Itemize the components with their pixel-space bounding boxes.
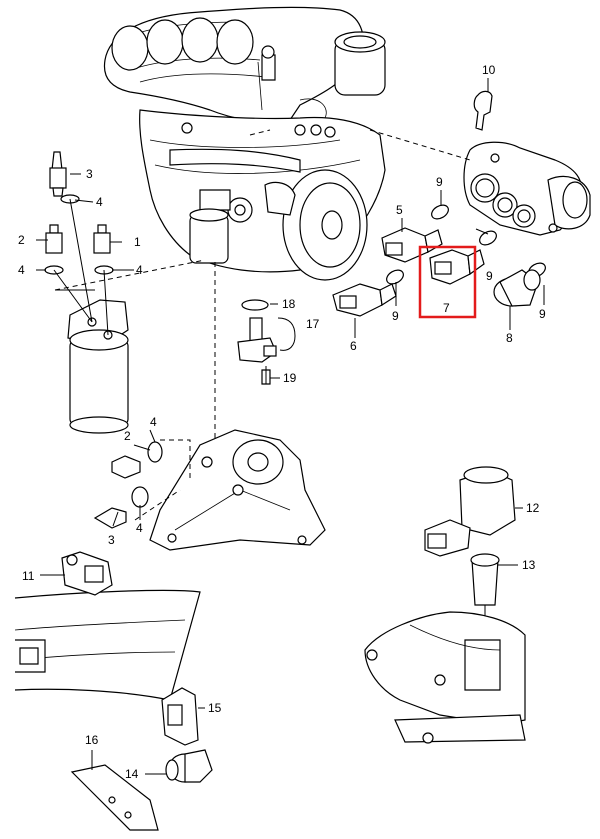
callout-14: 14 bbox=[125, 767, 139, 781]
leader-lines-left bbox=[53, 198, 109, 336]
switch-11 bbox=[61, 551, 113, 596]
callout-17: 17 bbox=[306, 317, 320, 331]
callout-6: 6 bbox=[350, 339, 357, 353]
bumper bbox=[14, 589, 201, 701]
callout-7: 7 bbox=[443, 301, 450, 315]
sender-3-lower bbox=[93, 486, 149, 529]
highlight-box bbox=[418, 245, 477, 319]
callout-4-right: 4 bbox=[136, 263, 143, 277]
sensor-12 bbox=[424, 466, 516, 557]
callout-16: 16 bbox=[85, 733, 99, 747]
sender-2-lower bbox=[111, 441, 163, 479]
callout-10: 10 bbox=[482, 63, 496, 77]
sender-3-top bbox=[49, 151, 80, 204]
callout-12: 12 bbox=[526, 501, 540, 515]
sensor-5 bbox=[381, 227, 443, 263]
callout-8: 8 bbox=[506, 331, 513, 345]
sensor-14 bbox=[165, 749, 213, 783]
callout-4-top: 4 bbox=[96, 195, 103, 209]
callout-4-bracket-bottom: 4 bbox=[136, 521, 143, 535]
sensor-6 bbox=[332, 283, 397, 317]
gearbox-housing bbox=[364, 611, 526, 744]
oil-filter-housing bbox=[67, 299, 129, 434]
callout-1: 1 bbox=[134, 235, 141, 249]
callout-4-bracket-top: 4 bbox=[150, 415, 157, 429]
coolant-flange bbox=[463, 90, 591, 236]
callout-9-top: 9 bbox=[436, 175, 443, 189]
callout-9-far-right: 9 bbox=[539, 307, 546, 321]
callout-4-left: 4 bbox=[18, 263, 25, 277]
sensor-17-assembly bbox=[237, 299, 277, 385]
reference-lines bbox=[54, 129, 471, 521]
callout-18: 18 bbox=[282, 297, 296, 311]
callout-19: 19 bbox=[283, 371, 297, 385]
callout-3-lower: 3 bbox=[108, 533, 115, 547]
callout-2-lower: 2 bbox=[124, 429, 131, 443]
callout-15: 15 bbox=[208, 701, 222, 715]
callout-5: 5 bbox=[396, 203, 403, 217]
callout-11: 11 bbox=[22, 569, 35, 583]
o-ring-9-set bbox=[386, 204, 546, 285]
engine-mount-bracket bbox=[149, 429, 326, 551]
callout-2-left: 2 bbox=[18, 233, 25, 247]
engine-block bbox=[103, 6, 386, 281]
callout-13: 13 bbox=[522, 558, 536, 572]
sensor-13 bbox=[470, 553, 500, 606]
bracket-15 bbox=[161, 687, 199, 746]
sender-1-right bbox=[93, 224, 114, 275]
callout-leaders bbox=[36, 78, 545, 527]
sender-8 bbox=[493, 269, 541, 307]
sensor-7 bbox=[429, 249, 485, 285]
callout-3-top: 3 bbox=[86, 167, 93, 181]
callout-9-right: 9 bbox=[486, 269, 493, 283]
bracket-16 bbox=[70, 764, 159, 831]
callout-9-left: 9 bbox=[392, 309, 399, 323]
sender-2-left bbox=[44, 224, 64, 275]
